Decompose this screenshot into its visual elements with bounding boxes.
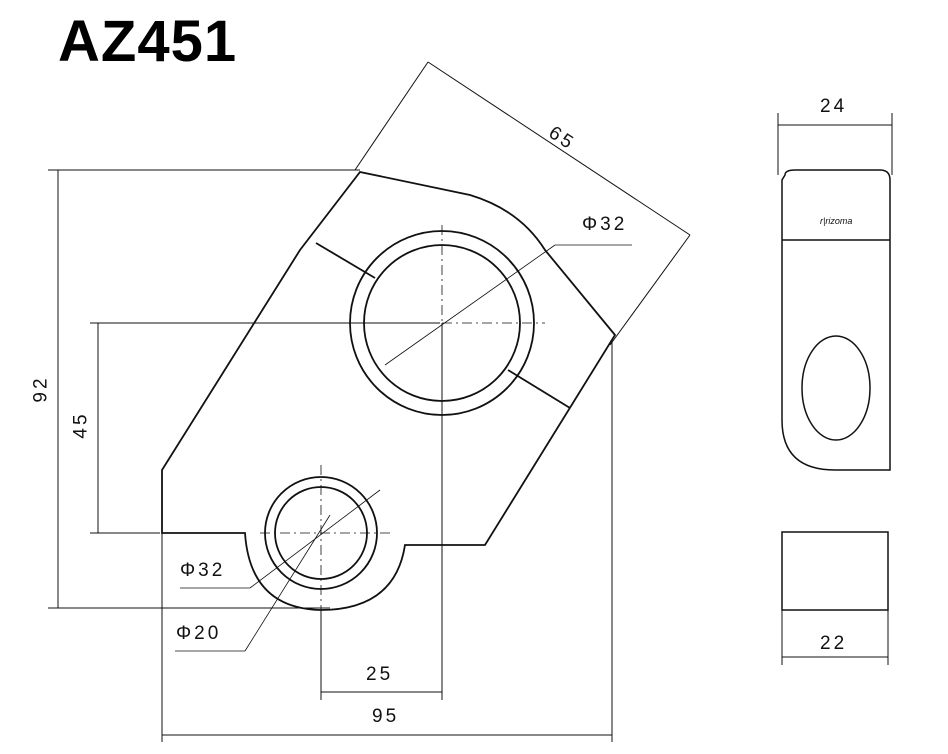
dim-92: 92 [30,375,52,403]
part-number-title: AZ451 [58,9,238,74]
dim-22: 22 [820,633,848,654]
dim-24: 24 [820,96,848,117]
dim-lower-bore: Φ20 [176,623,222,644]
dim-25: 25 [366,664,394,685]
dim-95: 95 [372,706,400,727]
dim-45: 45 [70,411,92,439]
dim-lower-outer: Φ32 [180,560,226,581]
dim-upper-bore: Φ32 [582,214,628,235]
brand-logo: r|rizoma [820,216,852,226]
